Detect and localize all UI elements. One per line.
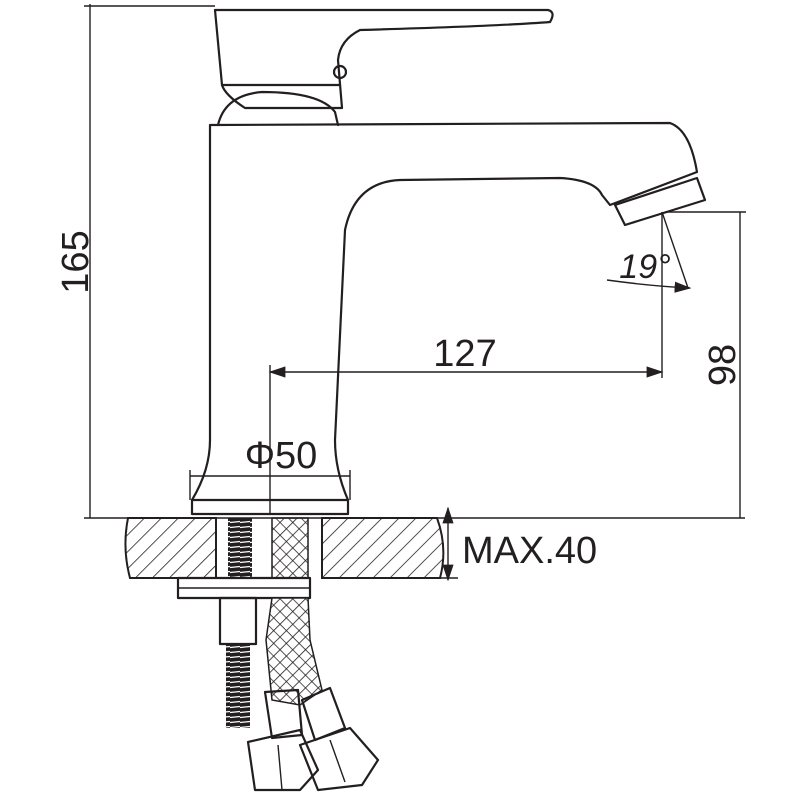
- dim-total-height: 165: [55, 230, 97, 293]
- dimension-lines: [84, 4, 746, 582]
- dim-spout-angle: 19°: [619, 248, 670, 286]
- dim-max-counter: MAX.40: [462, 530, 597, 572]
- dim-base-diameter: Φ50: [245, 435, 318, 477]
- dim-spout-height: 98: [702, 344, 744, 386]
- dim-spout-reach: 127: [433, 333, 496, 375]
- counter-section: [124, 517, 445, 792]
- handle: [213, 8, 554, 127]
